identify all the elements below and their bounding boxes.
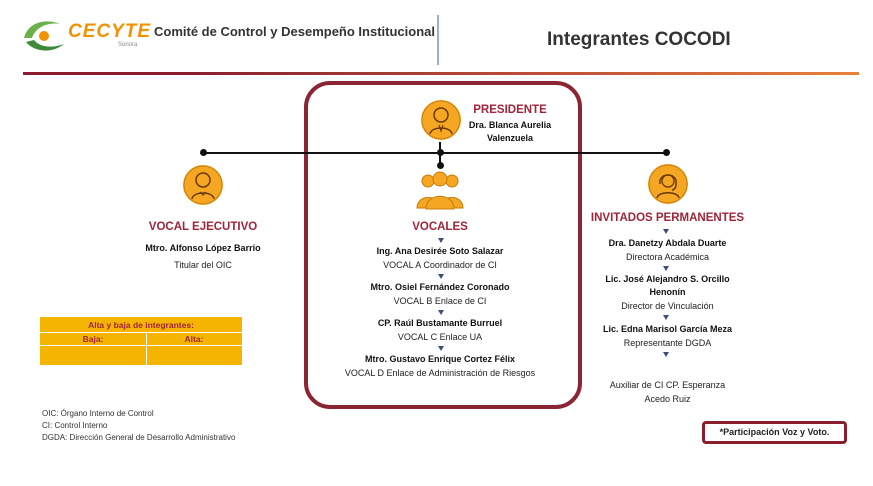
vocal-ejecutivo-role: VOCAL EJECUTIVO bbox=[148, 221, 258, 233]
connector-vertical bbox=[439, 142, 441, 166]
arrow-down-icon bbox=[663, 315, 669, 320]
arrow-down-icon bbox=[663, 229, 669, 234]
alta-label: Alta: bbox=[184, 334, 204, 344]
arrow-down-icon bbox=[663, 266, 669, 271]
arrow-down-icon bbox=[438, 274, 444, 279]
invitados-role: INVITADOS PERMANENTES bbox=[590, 212, 745, 224]
vocal-ejecutivo-name: Mtro. Alfonso López Barrio bbox=[145, 243, 261, 253]
invitados-icon bbox=[648, 164, 688, 204]
connector-dot-left bbox=[200, 149, 207, 156]
vocal-c-name: CP. Raúl Bustamante Burruel bbox=[377, 318, 503, 328]
vocal-b-name: Mtro. Osiel Fernández Coronado bbox=[370, 282, 510, 292]
invitado-3-desc: Representante DGDA bbox=[623, 338, 712, 348]
auxiliar-line-2: Acedo Ruiz bbox=[644, 394, 691, 404]
vocales-role: VOCALES bbox=[412, 221, 468, 233]
vocal-c-desc: VOCAL C Enlace UA bbox=[397, 332, 483, 342]
table-column-divider bbox=[146, 333, 147, 365]
arrow-down-icon bbox=[438, 238, 444, 243]
vocal-d-desc: VOCAL D Enlace de Administración de Ries… bbox=[344, 368, 536, 378]
invitado-3-name: Lic. Edna Marisol García Meza bbox=[602, 324, 733, 334]
page-title: Integrantes COCODI bbox=[547, 29, 731, 50]
footnote-ci: CI: Control Interno bbox=[42, 421, 108, 430]
vocales-frame bbox=[304, 81, 582, 409]
alta-baja-table bbox=[40, 317, 242, 365]
footnote-oic: OIC: Órgano Interno de Control bbox=[42, 409, 154, 418]
arrow-down-icon bbox=[438, 310, 444, 315]
vocales-group-icon bbox=[414, 170, 466, 210]
arrow-down-icon bbox=[438, 346, 444, 351]
connector-dot-right bbox=[663, 149, 670, 156]
invitado-2-name-2: Henonín bbox=[649, 287, 686, 297]
invitado-1-name: Dra. Danetzy Abdala Duarte bbox=[608, 238, 727, 248]
header-title: Comité de Control y Desempeño Institucio… bbox=[154, 24, 435, 39]
invitado-1-desc: Directora Académica bbox=[625, 252, 710, 262]
cecyte-logo bbox=[20, 16, 142, 56]
footnote-dgda: DGDA: Dirección General de Desarrollo Ad… bbox=[42, 433, 236, 442]
header-divider bbox=[437, 15, 439, 65]
presidente-name-1: Dra. Blanca Aurelia bbox=[468, 120, 552, 130]
presidente-name-2: Valenzuela bbox=[486, 133, 534, 143]
connector-dot-lower bbox=[437, 162, 444, 169]
invitado-2-desc: Director de Vinculación bbox=[621, 301, 714, 311]
presidente-icon bbox=[421, 100, 461, 140]
table-divider bbox=[40, 332, 242, 333]
invitado-2-name-1: Lic. José Alejandro S. Orcillo bbox=[605, 274, 730, 284]
alta-baja-title: Alta y baja de integrantes: bbox=[88, 320, 194, 330]
vocal-ejecutivo-icon bbox=[183, 165, 223, 205]
vocal-d-name: Mtro. Gustavo Enrique Cortez Félix bbox=[364, 354, 516, 364]
vocal-a-desc: VOCAL A Coordinador de CI bbox=[383, 260, 497, 270]
participation-note: *Participación Voz y Voto. bbox=[702, 421, 847, 444]
connector-line bbox=[203, 152, 667, 154]
baja-label: Baja: bbox=[82, 334, 104, 344]
presidente-role: PRESIDENTE bbox=[473, 104, 547, 116]
logo-text: CECYTE bbox=[68, 21, 152, 42]
vocal-a-name: Ing. Ana Desirée Soto Salazar bbox=[376, 246, 504, 256]
vocal-ejecutivo-desc: Titular del OIC bbox=[174, 260, 232, 270]
header-rule bbox=[23, 72, 859, 75]
logo-subtitle: Sonora bbox=[118, 42, 138, 48]
arrow-down-icon bbox=[663, 352, 669, 357]
auxiliar-line-1: Auxiliar de CI CP. Esperanza bbox=[609, 380, 726, 390]
vocal-b-desc: VOCAL B Enlace de CI bbox=[393, 296, 487, 306]
logo-swoosh-icon bbox=[24, 21, 64, 51]
table-divider bbox=[40, 345, 242, 346]
